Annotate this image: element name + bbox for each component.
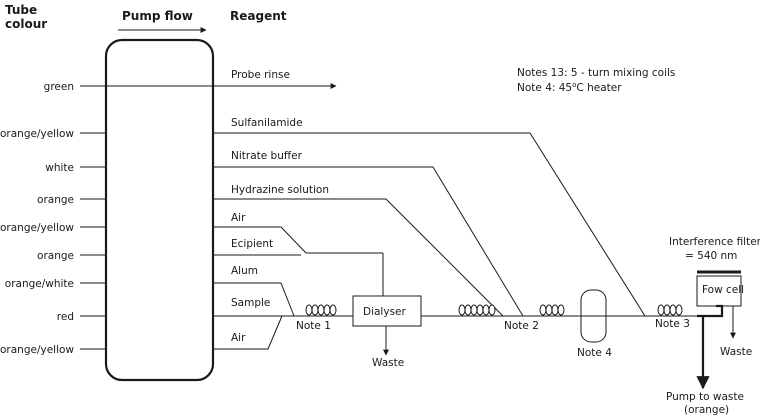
nitrate-buffer-line xyxy=(213,166,524,317)
heater xyxy=(580,289,607,343)
reagent-label: Air xyxy=(231,212,246,224)
tube-colour-label: orange/yellow xyxy=(0,128,74,140)
note2-label: Note 2 xyxy=(504,320,539,332)
filter-label-line2: = 540 nm xyxy=(685,250,737,262)
alum-line xyxy=(213,282,295,317)
reagent-label: Sample xyxy=(231,297,270,309)
tube-colour-label: red xyxy=(57,311,74,323)
reagent-label: Ecipient xyxy=(231,238,273,250)
tube-colour-label: orange/white xyxy=(5,278,74,290)
reagent-label: Hydrazine solution xyxy=(231,184,329,196)
tube-colour-label: orange xyxy=(37,250,74,262)
filter-label-line1: Interference filter xyxy=(669,236,760,248)
air-line-lower xyxy=(213,315,283,350)
tube-colour-label: green xyxy=(44,81,74,93)
mixing-coil-2 xyxy=(458,304,496,316)
notes-line-2: Note 4: 45oC heater xyxy=(517,81,622,94)
reagent-label: Probe rinse xyxy=(231,69,290,81)
pump-waste-label-line1: Pump to waste xyxy=(666,391,744,403)
air-line-upper xyxy=(213,226,383,254)
notes-line-2-prefix: Note 4: 45 xyxy=(517,82,572,94)
flow-cell-inlet xyxy=(697,304,724,318)
dialyser-box xyxy=(352,295,422,327)
notes-line-2-degree: o xyxy=(572,81,576,89)
tube-colour-label: orange/yellow xyxy=(0,344,74,356)
tube-colour-header-line1: Tube xyxy=(5,3,37,17)
dialyser-waste-label: Waste xyxy=(372,357,404,369)
sulfanilamide-line xyxy=(213,132,646,317)
note1-label: Note 1 xyxy=(296,320,331,332)
reagent-header: Reagent xyxy=(230,9,287,23)
reagent-label: Air xyxy=(231,332,246,344)
mixing-coil-1 xyxy=(305,304,337,316)
tube-colour-label: orange xyxy=(37,194,74,206)
dialyser-label: Dialyser xyxy=(363,306,406,318)
reagent-label: Nitrate buffer xyxy=(231,150,303,162)
tube-colour-label: white xyxy=(45,162,74,174)
reagent-label: Alum xyxy=(231,265,258,277)
note3-label: Note 3 xyxy=(655,318,690,330)
notes-line-2-suffix: C heater xyxy=(576,82,622,94)
pump-manifold xyxy=(104,38,215,382)
tube-colour-label: orange/yellow xyxy=(0,222,74,234)
hydrazine-line xyxy=(213,198,504,317)
flow-cell-waste-label: Waste xyxy=(720,346,752,358)
mixing-coil-4 xyxy=(657,304,683,316)
flow-cell-label: Fow cell xyxy=(702,284,744,296)
tube-colour-header-line2: colour xyxy=(5,17,47,31)
reagent-label: Sulfanilamide xyxy=(231,117,303,129)
notes-line-1: Notes 13: 5 - turn mixing coils xyxy=(517,67,675,79)
pump-flow-header: Pump flow xyxy=(122,9,193,23)
note4-label: Note 4 xyxy=(577,347,612,359)
mixing-coil-3 xyxy=(539,304,565,316)
pump-waste-label-line2: (orange) xyxy=(684,404,729,416)
